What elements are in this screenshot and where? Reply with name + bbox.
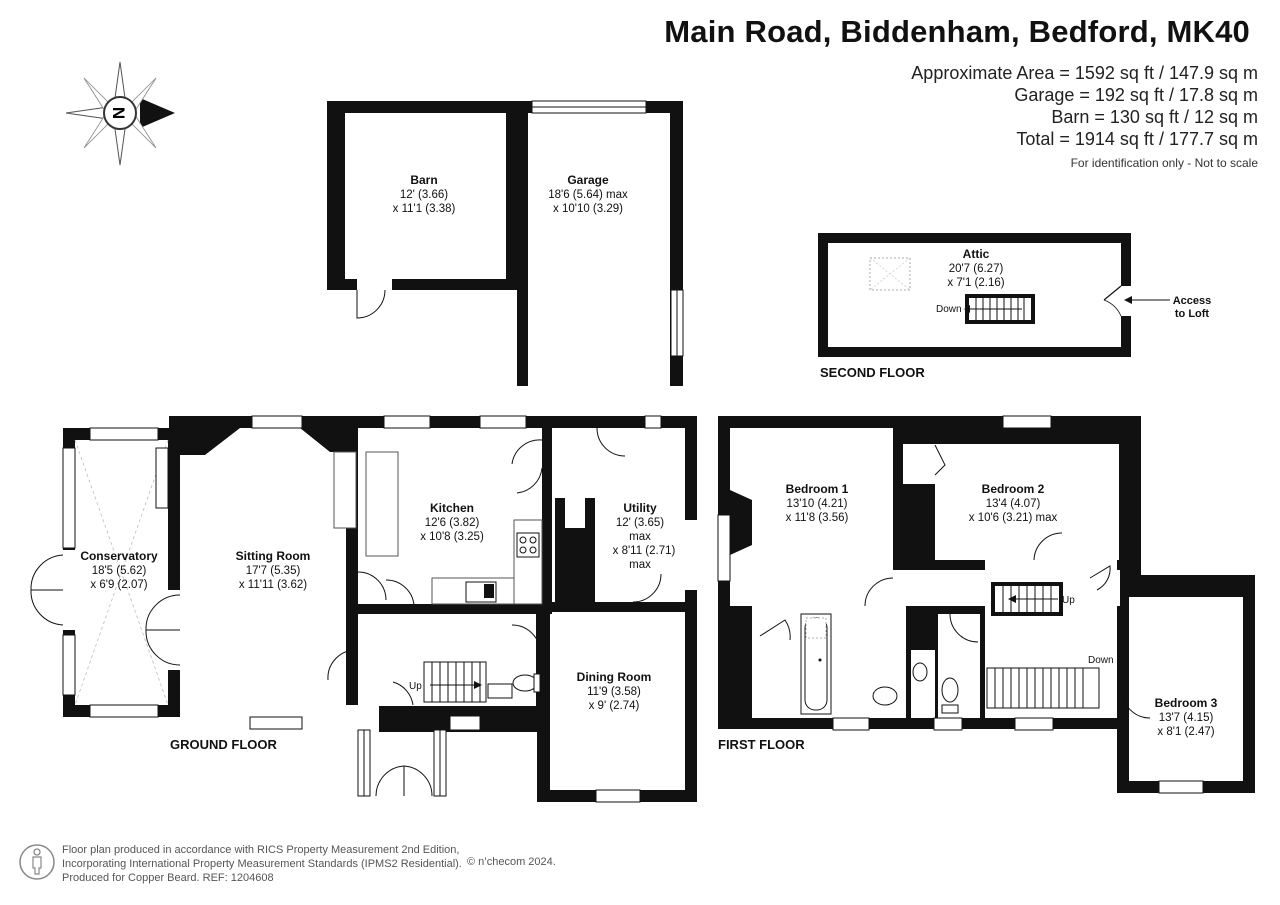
bedroom-1-label: Bedroom 1 13'10 (4.21) x 11'8 (3.56) <box>786 482 849 524</box>
bedroom-2-dim-1: 13'4 (4.07) <box>986 498 1041 510</box>
bedroom-1-dim-2: x 11'8 (3.56) <box>786 512 849 524</box>
attic-stair-down-label: Down <box>936 304 962 315</box>
kitchen-dim-1: 12'6 (3.82) <box>425 517 480 529</box>
garage-dim-1: 18'6 (5.64) max <box>548 189 628 201</box>
bedroom-3-label: Bedroom 3 13'7 (4.15) x 8'1 (2.47) <box>1155 696 1218 738</box>
barn-area: Barn = 130 sq ft / 12 sq m <box>1051 107 1258 127</box>
dining-room-name: Dining Room <box>577 670 652 684</box>
utility-label: Utility 12' (3.65) max x 8'11 (2.71) max <box>613 501 676 571</box>
footer-line-3: Produced for Copper Beard. REF: 1204608 <box>62 872 274 884</box>
bedroom-3-dim-2: x 8'1 (2.47) <box>1157 726 1214 738</box>
disclaimer: For identification only - Not to scale <box>1070 156 1258 170</box>
bedroom-1-name: Bedroom 1 <box>786 482 849 496</box>
bedroom-3-dim-1: 13'7 (4.15) <box>1159 712 1214 724</box>
attic-dim-1: 20'7 (6.27) <box>949 263 1004 275</box>
conservatory-label: Conservatory 18'5 (5.62) x 6'9 (2.07) <box>80 549 158 591</box>
footer-line-2: Incorporating International Property Mea… <box>62 858 462 870</box>
conservatory-dim-2: x 6'9 (2.07) <box>90 579 147 591</box>
attic-dim-2: x 7'1 (2.16) <box>947 277 1004 289</box>
sitting-room-label: Sitting Room 17'7 (5.35) x 11'11 (3.62) <box>236 549 311 591</box>
second-floor-label: SECOND FLOOR <box>820 365 925 380</box>
page-title: Main Road, Biddenham, Bedford, MK40 <box>664 14 1250 49</box>
barn-dim-2: x 11'1 (3.38) <box>393 203 456 215</box>
barn-dim-1: 12' (3.66) <box>400 189 448 201</box>
sitting-room-dim-1: 17'7 (5.35) <box>246 565 301 577</box>
first-stair-up-label: Up <box>1062 595 1075 606</box>
bedroom-2-name: Bedroom 2 <box>982 482 1045 496</box>
kitchen-name: Kitchen <box>430 501 474 515</box>
utility-name: Utility <box>623 501 657 515</box>
bedroom-2-label: Bedroom 2 13'4 (4.07) x 10'6 (3.21) max <box>969 482 1058 524</box>
attic-walls <box>818 233 1170 357</box>
first-stair-down-label: Down <box>1088 655 1114 666</box>
compass-label: N <box>109 107 128 119</box>
compass-icon: N <box>65 61 175 166</box>
ground-floor-label: GROUND FLOOR <box>170 737 277 752</box>
conservatory-name: Conservatory <box>80 549 158 563</box>
utility-dim-3: x 8'11 (2.71) <box>613 545 676 557</box>
first-floor-walls <box>717 415 1255 794</box>
approximate-area: Approximate Area = 1592 sq ft / 147.9 sq… <box>911 63 1258 83</box>
garage-label: Garage 18'6 (5.64) max x 10'10 (3.29) <box>548 173 628 215</box>
garage-name: Garage <box>567 173 609 187</box>
attic-name: Attic <box>963 247 990 261</box>
sitting-room-name: Sitting Room <box>236 549 311 563</box>
access-loft-label-1: Access <box>1173 295 1212 307</box>
first-floor-label: FIRST FLOOR <box>718 737 805 752</box>
access-loft-label-2: to Loft <box>1175 308 1210 320</box>
barn-name: Barn <box>410 173 437 187</box>
kitchen-label: Kitchen 12'6 (3.82) x 10'8 (3.25) <box>420 501 484 543</box>
utility-dim-1: 12' (3.65) <box>616 517 664 529</box>
dining-room-label: Dining Room 11'9 (3.58) x 9' (2.74) <box>577 670 652 712</box>
footer-line-1: Floor plan produced in accordance with R… <box>62 844 460 856</box>
dining-room-dim-2: x 9' (2.74) <box>589 700 640 712</box>
kitchen-dim-2: x 10'8 (3.25) <box>420 531 484 543</box>
bedroom-2-dim-2: x 10'6 (3.21) max <box>969 512 1058 524</box>
dining-room-dim-1: 11'9 (3.58) <box>587 686 641 698</box>
barn-label: Barn 12' (3.66) x 11'1 (3.38) <box>393 173 456 215</box>
footer-brand: © n’checom 2024. <box>467 856 556 868</box>
attic-label: Attic 20'7 (6.27) x 7'1 (2.16) Down Acce… <box>936 247 1211 320</box>
conservatory-dim-1: 18'5 (5.62) <box>92 565 147 577</box>
total-area: Total = 1914 sq ft / 177.7 sq m <box>1016 129 1258 149</box>
bedroom-3-name: Bedroom 3 <box>1155 696 1218 710</box>
garage-area: Garage = 192 sq ft / 17.8 sq m <box>1014 85 1258 105</box>
barn-garage-walls <box>327 100 684 386</box>
utility-dim-2: max <box>629 531 651 543</box>
garage-dim-2: x 10'10 (3.29) <box>553 203 623 215</box>
utility-dim-4: max <box>629 559 651 571</box>
area-summary: Approximate Area = 1592 sq ft / 147.9 sq… <box>911 62 1258 170</box>
bedroom-1-dim-1: 13'10 (4.21) <box>786 498 847 510</box>
ground-stair-up-label: Up <box>409 681 422 692</box>
sitting-room-dim-2: x 11'11 (3.62) <box>239 579 307 591</box>
ground-floor-walls <box>30 415 697 803</box>
person-logo-icon <box>19 844 55 880</box>
footer-text: Floor plan produced in accordance with R… <box>62 843 462 885</box>
